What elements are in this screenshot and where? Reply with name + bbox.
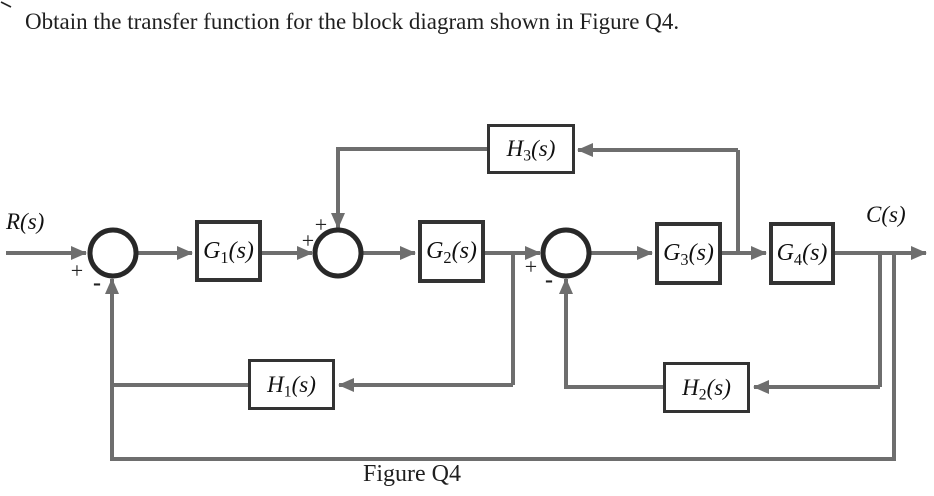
sum3-plus-sign: + <box>524 254 538 279</box>
block-g4-label: G4(s) <box>776 240 828 269</box>
summing-junction-3 <box>540 227 592 279</box>
wire-h3-to-sum2 <box>331 147 487 229</box>
block-g1-label: G1(s) <box>203 237 254 267</box>
block-g2-label: G2(s) <box>426 238 477 267</box>
block-g4: G4(s) <box>769 222 835 285</box>
sum1-minus-sign: - <box>93 270 101 296</box>
page-title: Obtain the transfer function for the blo… <box>25 9 680 34</box>
block-g3: G3(s) <box>655 222 722 285</box>
block-h2-label: H2(s) <box>682 374 731 404</box>
sum3-minus-sign: - <box>545 267 553 293</box>
sum2-plus-left-sign: + <box>301 228 315 253</box>
block-g3-label: G3(s) <box>663 240 714 269</box>
sum2-plus-top-sign: + <box>314 212 328 237</box>
scan-artifact <box>0 1 12 8</box>
block-h1: H1(s) <box>248 359 335 410</box>
block-g1: G1(s) <box>195 220 262 282</box>
summing-junction-1 <box>87 227 139 279</box>
output-signal-label: C(s) <box>866 202 906 227</box>
input-signal-label: R(s) <box>6 209 45 234</box>
block-h2: H2(s) <box>663 362 750 413</box>
wire-outer-loop <box>105 253 896 461</box>
wire-h2-to-sum3 <box>559 278 663 389</box>
block-h1-label: H1(s) <box>267 371 316 401</box>
block-g2: G2(s) <box>418 220 485 283</box>
block-h3-label: H3(s) <box>506 136 556 165</box>
summing-junction-2 <box>312 227 364 279</box>
block-h3: H3(s) <box>487 124 575 174</box>
sum1-plus-sign: + <box>70 258 84 283</box>
figure-caption: Figure Q4 <box>363 461 461 487</box>
